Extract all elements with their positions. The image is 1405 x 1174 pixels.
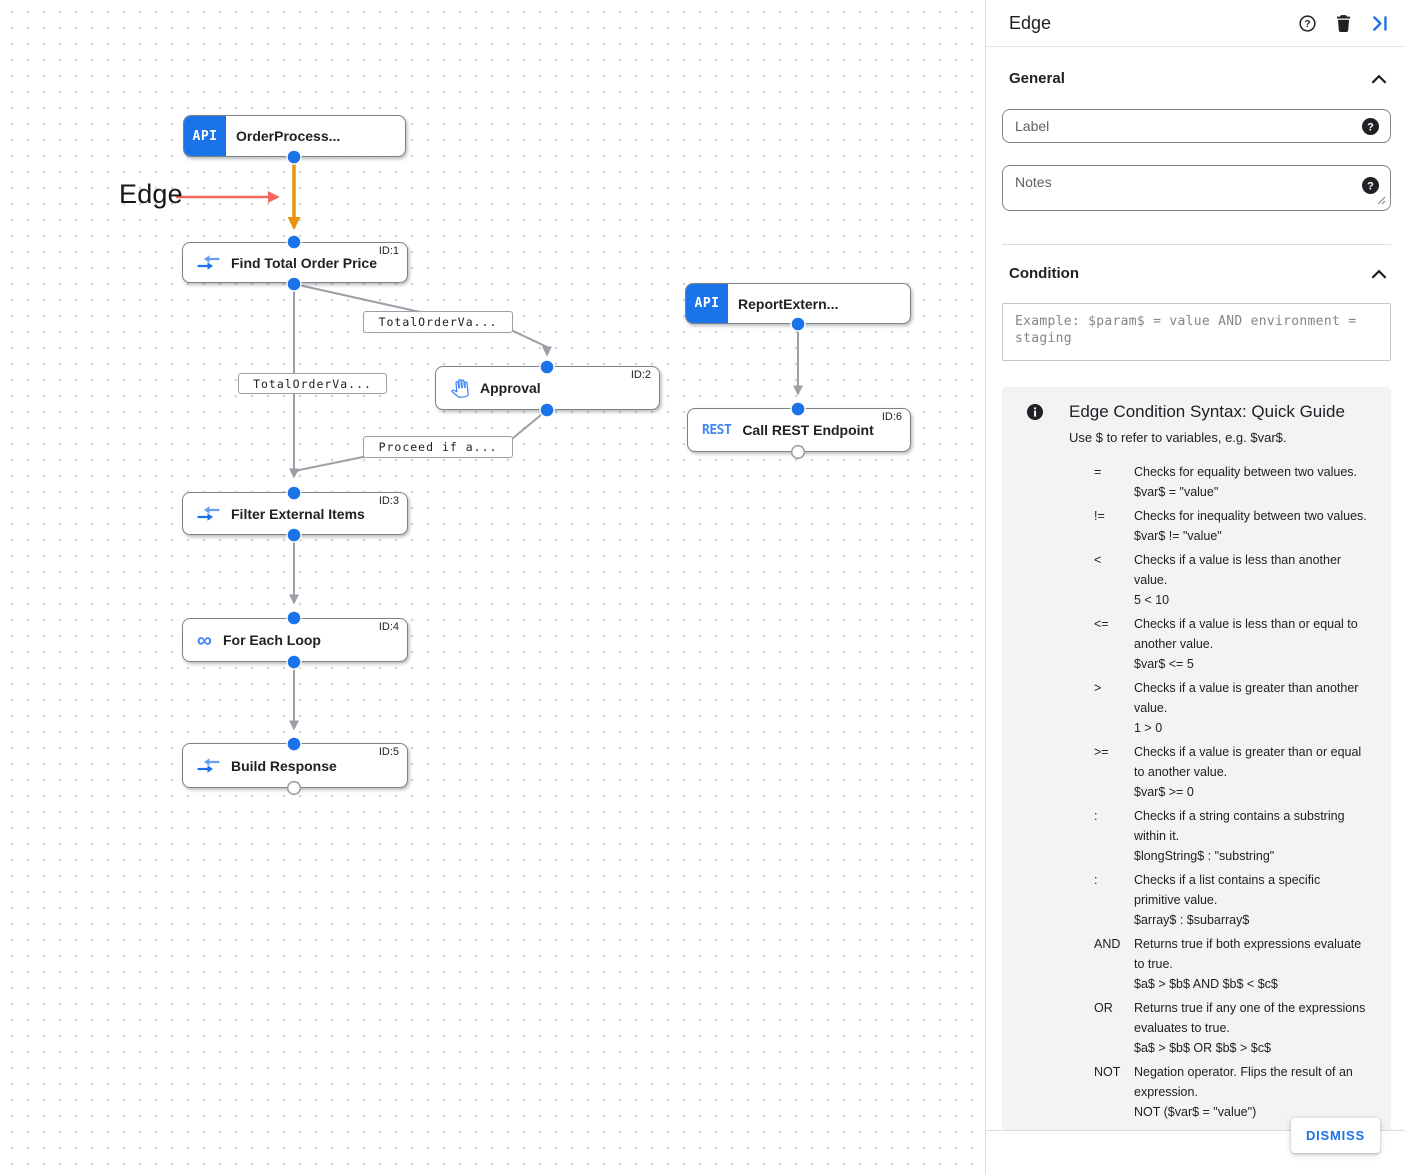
node-id-badge: ID:5 [378,746,399,758]
panel-title: Edge [1009,12,1052,33]
guide-example: $var$ = "value" [1134,485,1219,499]
collapse-panel-icon[interactable] [1370,15,1389,32]
guide-example: $var$ >= 0 [1134,785,1194,799]
node-order-process[interactable]: API OrderProcess... [183,115,406,157]
guide-description: Checks if a value is less than another v… [1134,553,1342,587]
rest-icon: REST [702,422,732,438]
guide-example: NOT ($var$ = "value") [1134,1105,1257,1119]
condition-collapse-chevron-up-icon[interactable] [1371,269,1387,279]
section-divider [1002,244,1391,245]
guide-operator: <= [1094,617,1109,631]
general-collapse-chevron-up-icon[interactable] [1371,74,1387,84]
dismiss-button[interactable]: DISMISS [1290,1118,1380,1153]
api-trigger-icon: API [184,116,226,156]
guide-description: Returns true if both expressions evaluat… [1134,937,1362,971]
condition-heading: Condition [1009,265,1079,282]
node-id-badge: ID:2 [630,369,651,381]
guide-description: Checks if a list contains a specific pri… [1134,873,1321,907]
guide-description: Checks for inequality between two values… [1134,509,1367,523]
node-id-badge: ID:3 [378,495,399,507]
guide-operator: : [1094,809,1098,823]
guide-operator: >= [1094,745,1109,759]
svg-text:?: ? [1304,18,1310,29]
guide-example: $a$ > $b$ AND $b$ < $c$ [1134,977,1278,991]
condition-syntax-guide: Edge Condition Syntax: Quick Guide Use $… [1002,387,1391,1138]
loop-icon: ∞ [197,628,212,652]
node-label: Build Response [231,757,337,774]
svg-text:?: ? [1367,122,1374,134]
guide-description: Returns true if any one of the expressio… [1134,1001,1366,1035]
node-id-badge: ID:4 [378,621,399,633]
edge-label-proceed-if[interactable]: Proceed if a... [363,436,513,458]
guide-operator: OR [1094,1001,1113,1015]
edge-label-total-order-va-2[interactable]: TotalOrderVa... [238,373,387,394]
node-for-each-loop[interactable]: ID:4 ∞ For Each Loop [182,618,408,662]
general-section: General ? ? [986,70,1405,245]
guide-example: $longString$ : "substring" [1134,849,1275,863]
guide-description: Checks if a value is greater than or equ… [1134,745,1362,779]
node-id-badge: ID:1 [378,245,399,257]
node-label: Find Total Order Price [231,254,377,271]
guide-example: $array$ : $subarray$ [1134,913,1250,927]
guide-operator: = [1094,465,1102,479]
approval-hand-icon [450,378,469,398]
guide-description: Checks if a string contains a substring … [1134,809,1345,843]
guide-example: $a$ > $b$ OR $b$ > $c$ [1134,1041,1271,1055]
edge[interactable] [293,283,552,357]
notes-field[interactable] [1002,165,1391,211]
node-id-badge: ID:6 [881,411,902,423]
info-icon [1027,404,1043,425]
guide-operator-table: = Checks for equality between two values.… [1094,462,1369,1122]
panel-footer: DISMISS [986,1118,1405,1174]
general-heading: General [1009,70,1065,87]
guide-operator: > [1094,681,1102,695]
node-label: Filter External Items [231,505,365,522]
node-label: ReportExtern... [738,295,839,312]
edges-layer [176,158,803,731]
guide-example: 1 > 0 [1134,721,1163,735]
label-help-icon[interactable]: ? [1362,118,1379,135]
trash-icon[interactable] [1336,14,1351,32]
guide-description: Negation operator. Flips the result of a… [1134,1065,1353,1099]
node-label: Call REST Endpoint [742,422,874,438]
guide-description: Checks for equality between two values. [1134,465,1358,479]
guide-operator: < [1094,553,1102,567]
svg-text:?: ? [1367,181,1374,193]
node-label: For Each Loop [222,632,321,648]
guide-operator: : [1094,873,1098,887]
edge-properties-panel: Edge ? General ? [985,0,1405,1174]
api-trigger-icon: API [686,284,728,323]
label-field[interactable] [1002,109,1391,143]
guide-description: Checks if a value is less than or equal … [1134,617,1358,651]
edge-label-total-order-va-1[interactable]: TotalOrderVa... [363,311,513,333]
data-mapping-icon [197,505,220,522]
notes-help-icon[interactable]: ? [1362,177,1379,194]
condition-section: Condition [986,265,1405,361]
edge-annotation-label: Edge [119,179,183,209]
node-label: OrderProcess... [236,128,341,144]
guide-description: Checks if a value is greater than anothe… [1134,681,1359,715]
node-label: Approval [480,380,541,396]
textarea-resize-handle-icon[interactable] [1377,192,1386,210]
panel-header: Edge ? [986,0,1405,47]
guide-operator: != [1094,509,1105,523]
guide-operator: NOT [1094,1065,1121,1079]
data-mapping-icon [197,757,220,774]
node-report-extern[interactable]: API ReportExtern... [685,283,911,324]
data-mapping-icon [197,254,220,271]
help-icon[interactable]: ? [1298,14,1317,33]
condition-input[interactable] [1002,303,1391,361]
guide-title: Edge Condition Syntax: Quick Guide [1069,402,1345,421]
guide-operator: AND [1094,937,1121,951]
guide-example: 5 < 10 [1134,593,1170,607]
guide-example: $var$ != "value" [1134,529,1222,543]
guide-example: $var$ <= 5 [1134,657,1194,671]
guide-intro: Use $ to refer to variables, e.g. $var$. [1069,430,1287,445]
